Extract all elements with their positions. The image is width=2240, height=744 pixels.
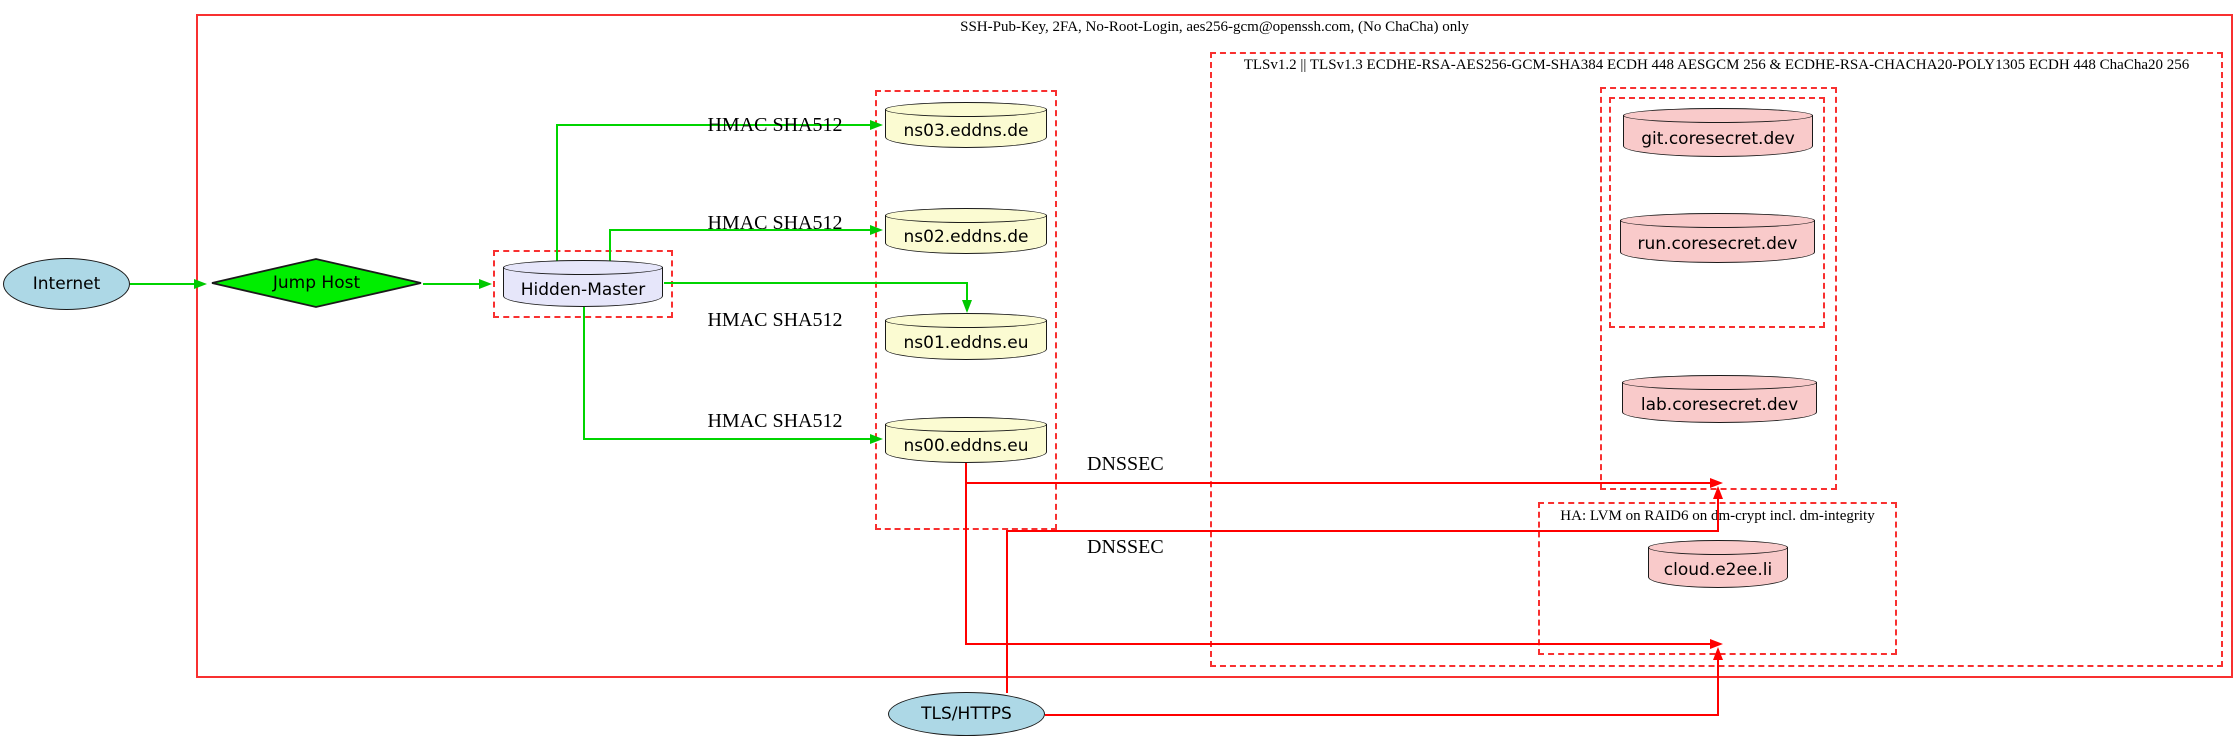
ns02-cylinder-top <box>885 208 1047 223</box>
edge-hiddenmaster-ns01-line-v <box>966 282 968 300</box>
edge-tlshttps-coresecret-arrowhead <box>1713 486 1723 499</box>
edge-internet-jumphost-arrowhead <box>194 279 207 289</box>
ns03-cylinder-top <box>885 102 1047 117</box>
edge-tlshttps-ha-line-h <box>1045 714 1719 716</box>
node-hidden-master-label: Hidden-Master <box>520 279 646 300</box>
edge-hiddenmaster-ns02-line-v <box>609 229 611 261</box>
edge-ns00-ha-line-h <box>965 643 1710 645</box>
node-ns02: ns02.eddns.de <box>885 208 1047 254</box>
edge-tlshttps-ha-line-v <box>1717 659 1719 716</box>
edge-label-hmac-ns03: HMAC SHA512 <box>707 114 843 136</box>
edge-tlshttps-coresecret-line-v2 <box>1717 498 1719 532</box>
edge-ns00-coresecret-arrowhead <box>1710 478 1723 488</box>
cluster-coresecret-inner-box <box>1609 97 1825 328</box>
jump-host-diamond-shape <box>211 258 422 308</box>
run-cylinder-top <box>1620 213 1815 228</box>
node-tls-https-label: TLS/HTTPS <box>921 704 1012 724</box>
node-git: git.coresecret.dev <box>1623 108 1813 157</box>
git-cylinder-top <box>1623 108 1813 123</box>
node-cloud: cloud.e2ee.li <box>1648 540 1788 588</box>
edge-hiddenmaster-ns00-line-h <box>583 438 870 440</box>
edge-hiddenmaster-ns03-line-v <box>556 124 558 261</box>
cluster-tls-title: TLSv1.2 || TLSv1.3 ECDHE-RSA-AES256-GCM-… <box>1243 57 2190 73</box>
cluster-ssh-box: SSH-Pub-Key, 2FA, No-Root-Login, aes256-… <box>196 14 2233 678</box>
edge-hiddenmaster-ns03-arrowhead <box>870 120 883 130</box>
node-jump-host: Jump Host <box>210 258 423 308</box>
edge-internet-jumphost-line <box>130 283 194 285</box>
node-run: run.coresecret.dev <box>1620 213 1815 263</box>
node-lab: lab.coresecret.dev <box>1622 375 1817 423</box>
edge-label-dnssec-2: DNSSEC <box>1087 536 1164 558</box>
cloud-cylinder-top <box>1648 540 1788 555</box>
ns00-cylinder-top <box>885 417 1047 432</box>
node-cloud-label: cloud.e2ee.li <box>1663 560 1773 580</box>
edge-jumphost-hiddenmaster-line <box>423 283 479 285</box>
node-ns03: ns03.eddns.de <box>885 102 1047 148</box>
ns01-cylinder-top <box>885 313 1047 328</box>
ns00-cylinder-body: ns00.eddns.eu <box>885 424 1047 463</box>
edge-ns00-coresecret-line-v <box>965 463 967 484</box>
node-run-label: run.coresecret.dev <box>1637 234 1798 254</box>
edge-tlshttps-coresecret-line-v1 <box>1006 530 1008 693</box>
edge-tlshttps-coresecret-line-h <box>1006 530 1719 532</box>
edge-label-hmac-ns02: HMAC SHA512 <box>707 212 843 234</box>
edge-label-hmac-ns00: HMAC SHA512 <box>707 410 843 432</box>
node-internet: Internet <box>3 258 130 310</box>
lab-cylinder-top <box>1622 375 1817 390</box>
cluster-tls-box: TLSv1.2 || TLSv1.3 ECDHE-RSA-AES256-GCM-… <box>1210 52 2223 667</box>
node-jump-host-label: Jump Host <box>272 273 361 293</box>
edge-jumphost-hiddenmaster-arrowhead <box>479 279 492 289</box>
edge-label-dnssec-1: DNSSEC <box>1087 453 1164 475</box>
node-internet-label: Internet <box>32 274 101 294</box>
edge-label-hmac-ns01: HMAC SHA512 <box>707 309 843 331</box>
node-git-label: git.coresecret.dev <box>1641 128 1795 149</box>
edge-hiddenmaster-ns01-line-h <box>664 282 968 284</box>
node-ns00: ns00.eddns.eu <box>885 417 1047 463</box>
edge-ns00-ha-arrowhead <box>1710 639 1723 649</box>
node-hidden-master: Hidden-Master <box>503 260 663 307</box>
node-ns03-label: ns03.eddns.de <box>903 121 1029 141</box>
edge-hiddenmaster-ns01-arrowhead <box>962 300 972 313</box>
edge-ns00-coresecret-line-h <box>965 482 1710 484</box>
node-ns01-label: ns01.eddns.eu <box>903 332 1029 353</box>
ns01-cylinder-body: ns01.eddns.eu <box>885 320 1047 360</box>
cluster-ssh-title: SSH-Pub-Key, 2FA, No-Root-Login, aes256-… <box>960 19 1469 35</box>
edge-hiddenmaster-ns02-arrowhead <box>870 225 883 235</box>
edge-hiddenmaster-ns03-line-h <box>556 124 870 126</box>
edge-ns00-ha-line-v <box>965 482 967 645</box>
node-ns01: ns01.eddns.eu <box>885 313 1047 360</box>
edge-hiddenmaster-ns02-line-h <box>609 229 870 231</box>
edge-hiddenmaster-ns00-arrowhead <box>870 434 883 444</box>
edge-tlshttps-ha-arrowhead <box>1713 647 1723 660</box>
node-ns00-label: ns00.eddns.eu <box>903 436 1029 456</box>
node-ns02-label: ns02.eddns.de <box>903 227 1029 247</box>
hidden-master-cylinder-top <box>503 260 663 275</box>
node-tls-https: TLS/HTTPS <box>888 692 1045 736</box>
edge-hiddenmaster-ns00-line-v <box>583 307 585 440</box>
run-cylinder-body: run.coresecret.dev <box>1620 220 1815 263</box>
node-lab-label: lab.coresecret.dev <box>1640 395 1799 415</box>
